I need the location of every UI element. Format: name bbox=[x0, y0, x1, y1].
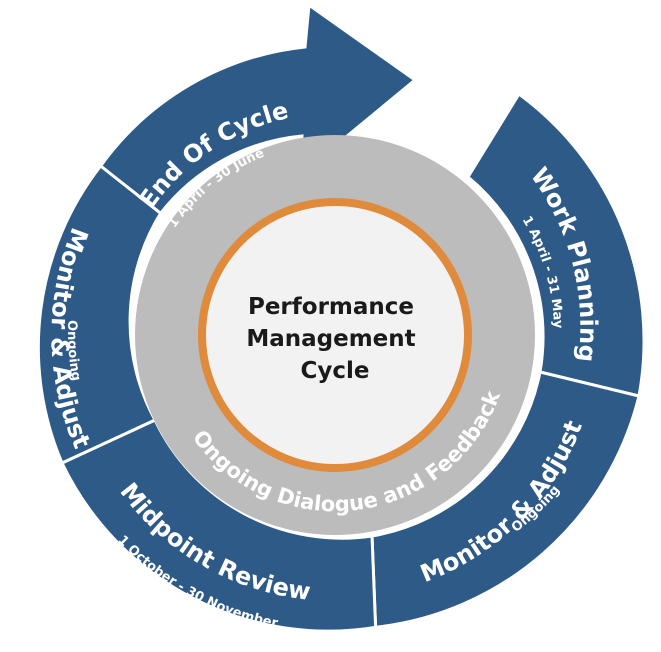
segment-monitor-adjust-left[interactable] bbox=[36, 163, 163, 466]
segment-work-planning[interactable] bbox=[466, 91, 646, 398]
segment-midpoint-review[interactable] bbox=[59, 418, 378, 633]
center-title: Performance Management Cycle bbox=[246, 294, 423, 384]
center-line-1: Performance bbox=[248, 294, 414, 320]
segment-monitor-adjust-right[interactable] bbox=[370, 370, 641, 629]
segment-end-of-cycle[interactable] bbox=[98, 2, 418, 216]
center-line-2: Management bbox=[246, 326, 415, 352]
center-line-3: Cycle bbox=[301, 358, 370, 384]
orange-ring bbox=[198, 198, 472, 472]
monitor-adjust-left-subtitle: Ongoing bbox=[64, 320, 83, 382]
